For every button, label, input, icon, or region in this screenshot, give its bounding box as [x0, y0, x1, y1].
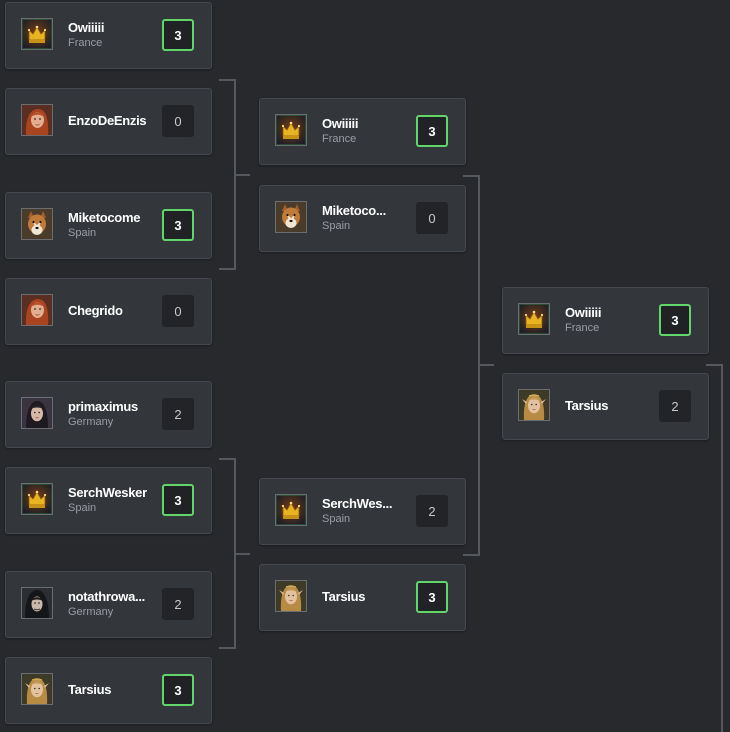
winner-score-badge: 3: [162, 209, 194, 241]
player-country: France: [565, 322, 600, 334]
player-name: Owiiiii: [322, 116, 359, 131]
player-name: EnzoDeEnzis: [68, 113, 147, 128]
winner-score-badge: 3: [416, 581, 448, 613]
dog-avatar-icon: [275, 201, 307, 233]
player-slot-card[interactable]: Tarsius 3: [259, 564, 466, 631]
player-slot-card[interactable]: Chegrido 0: [5, 278, 212, 345]
crown-avatar-icon: [21, 483, 53, 515]
score-badge: 0: [162, 295, 194, 327]
redhead-woman-avatar-icon: [21, 294, 53, 326]
elf-avatar-icon: [21, 673, 53, 705]
player-slot-card[interactable]: Miketoco... Spain 0: [259, 185, 466, 252]
score-badge: 2: [162, 398, 194, 430]
hooded-man-avatar-icon: [21, 587, 53, 619]
elf-avatar-icon: [518, 389, 550, 421]
player-slot-card[interactable]: EnzoDeEnzis 0: [5, 88, 212, 155]
player-name: Chegrido: [68, 303, 123, 318]
winner-score-badge: 3: [162, 674, 194, 706]
player-name: Tarsius: [565, 398, 609, 413]
player-name: primaximus: [68, 399, 138, 414]
connector-r1-lower: [219, 458, 250, 649]
player-country: Spain: [322, 513, 351, 525]
player-name: Owiiiii: [68, 20, 105, 35]
elf-avatar-icon: [275, 580, 307, 612]
winner-score-badge: 3: [162, 484, 194, 516]
connector-r1-upper: [219, 79, 250, 270]
player-name: Tarsius: [322, 589, 366, 604]
player-slot-card[interactable]: notathrowa... Germany 2: [5, 571, 212, 638]
dark-haired-woman-avatar-icon: [21, 397, 53, 429]
player-name: Miketocome: [68, 210, 141, 225]
player-country: Spain: [322, 220, 351, 232]
crown-avatar-icon: [21, 18, 53, 50]
player-country: Germany: [68, 416, 114, 428]
dog-avatar-icon: [21, 208, 53, 240]
player-country: Spain: [68, 227, 97, 239]
player-name: Tarsius: [68, 682, 112, 697]
crown-avatar-icon: [275, 114, 307, 146]
player-name: SerchWesker: [68, 485, 147, 500]
redhead-woman-avatar-icon: [21, 104, 53, 136]
player-name: Owiiiii: [565, 305, 602, 320]
score-badge: 2: [416, 495, 448, 527]
score-badge: 0: [416, 202, 448, 234]
winner-score-badge: 3: [416, 115, 448, 147]
connector-r2: [463, 175, 494, 556]
player-slot-card[interactable]: Tarsius 3: [5, 657, 212, 724]
player-name: notathrowa...: [68, 589, 145, 604]
player-name: SerchWes...: [322, 496, 393, 511]
player-country: France: [322, 133, 357, 145]
score-badge: 2: [659, 390, 691, 422]
player-slot-card[interactable]: SerchWes... Spain 2: [259, 478, 466, 545]
winner-score-badge: 3: [659, 304, 691, 336]
crown-avatar-icon: [518, 303, 550, 335]
player-slot-card[interactable]: Tarsius 2: [502, 373, 709, 440]
score-badge: 2: [162, 588, 194, 620]
player-name: Miketoco...: [322, 203, 386, 218]
score-badge: 0: [162, 105, 194, 137]
player-country: Spain: [68, 502, 97, 514]
player-country: Germany: [68, 606, 114, 618]
crown-avatar-icon: [275, 494, 307, 526]
player-country: France: [68, 37, 103, 49]
winner-score-badge: 3: [162, 19, 194, 51]
